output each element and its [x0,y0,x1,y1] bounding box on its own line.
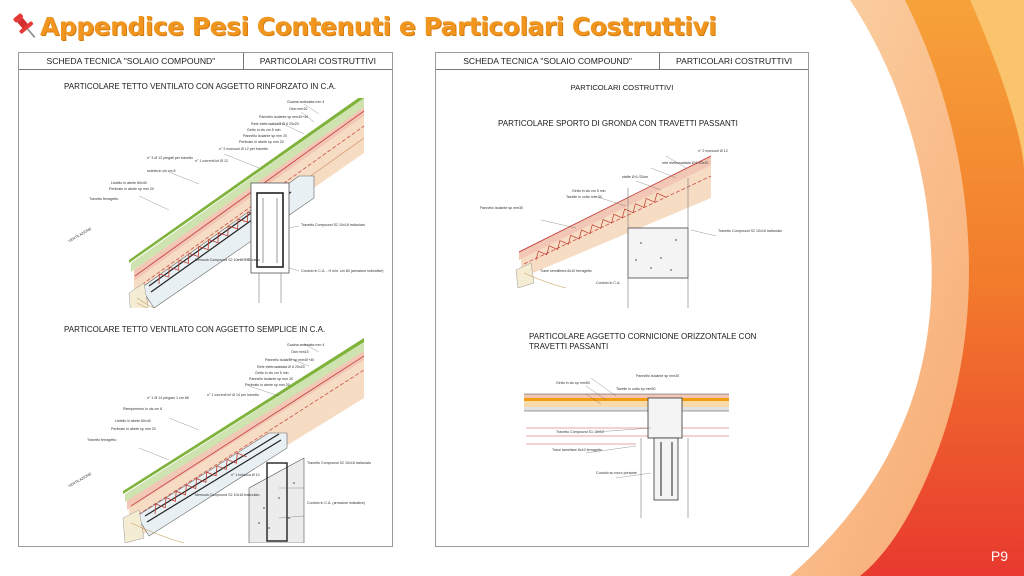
sheet-header-title: SCHEDA TECNICA "SOLAIO COMPOUND" [436,53,661,69]
drawing-label: Travetto Compound S2 10x16 tralicciato [718,229,782,233]
drawing-label: Getto in cls cm 5 min [255,371,289,375]
drawing-label: Mensola Compound S2 10x16 tralicciato [195,493,260,497]
drawing-label: Cordolo su muro portante [596,471,637,475]
drawing-label: Oslo mm15 [289,107,308,111]
drawing-label: Pannello isolante sp mm40+40 [259,115,309,119]
drawing-label: Perlinato in abete sp mm 20 [239,140,284,144]
drawing-label: Rete elettrosaldata Ø 6 20x20 [251,122,299,126]
drawing-label: Cordolo in C.A. (armature indicative) [307,501,366,505]
drawing-label: Cordolo in C.A. [596,281,621,285]
technical-sheet-right: SCHEDA TECNICA "SOLAIO COMPOUND" PARTICO… [435,52,809,547]
drawing-label: n° 1 Ø 14 piegato 1 cm 66 [147,396,189,400]
roof-detail-drawing-reinforced [128,98,365,308]
drawing-label: Trave semilibera 8x10 ferragetto [540,269,592,273]
sheet-header-section: PARTICOLARI COSTRUTTIVI [259,56,376,66]
drawing-label: Tavelle in cotto sp mm30 [616,387,656,391]
cornice-detail-drawing [524,377,729,518]
drawing-label: Pannello isolante sp mm40+40 [265,358,315,362]
drawing-label: Cordolo in C.A. - H min. cm 80 (armature… [301,269,384,273]
drawing-label: Getto in cls cm 5 min [572,189,606,193]
sheet-subheader: PARTICOLARI COSTRUTTIVI [570,83,674,92]
drawing-label: Pannello isolante sp mm30 [480,206,524,210]
drawing-label: Travetto Compound S2 10x16 tralicciato [307,461,371,465]
drawing-label: Pannello isolante sp mm30 [636,374,680,378]
drawing-label: Travetto ferragetto [89,197,119,201]
sheet-header-section: PARTICOLARI COSTRUTTIVI [676,56,793,66]
figure-caption: PARTICOLARE TETTO VENTILATO CON AGGETTO … [64,325,326,334]
sheet-header: SCHEDA TECNICA "SOLAIO COMPOUND" PARTICO… [19,53,392,70]
page-number: P9 [990,548,1008,564]
technical-sheet-left: SCHEDA TECNICA "SOLAIO COMPOUND" PARTICO… [18,52,393,547]
sheet-header: SCHEDA TECNICA "SOLAIO COMPOUND" PARTICO… [436,53,808,70]
drawing-label: n° 2 monconi Ø 12 per travetto [219,147,268,151]
drawing-label: Tavelle in cotto mm 30 [566,195,602,199]
drawing-label: Perlinato in abete sp mm 20 [245,383,290,387]
drawing-label: rete elettrosaldata Ø 6 20x20 [662,161,709,165]
drawing-label: Travetto Compound S2 10x16 tralicciato [301,223,365,227]
drawing-label: Perlinato in abete sp mm 20 [109,187,154,191]
drawing-label: soletta in cls cm 8 [147,169,176,173]
drawing-label: n° 2 monconi Ø 12 [698,149,728,153]
drawing-label: staffe Ø 6 /33cm [622,175,649,179]
roof-detail-drawing-simple [122,338,365,543]
drawing-label: Getto in cls cm 5 min [247,128,281,132]
drawing-label: Listello in abete 60x40 [111,181,147,185]
drawing-label: Pannello isolante sp mm 20 [249,377,294,381]
title-bar: Appendice Pesi Contenuti e Particolari C… [8,8,717,44]
drawing-label: Guaina ardesiata mm 4 [287,100,325,104]
drawing-label: n° 1 correnti inf Ø 12 [195,159,228,163]
figure-caption: PARTICOLARE SPORTO DI GRONDA CON TRAVETT… [498,119,738,128]
drawing-label: Getto in cls sp mm50 [556,381,590,385]
drawing-label: Listello in abete 60x40 [115,419,151,423]
drawing-label: Rete elettrosaldata Ø 6 20x20 [257,365,305,369]
drawing-label: Pannello isolante sp mm 20 [243,134,288,138]
drawing-label: Travetto Compound S1 10x12 [556,430,604,434]
drawing-label: Perlinato in abete sp mm 20 [111,427,156,431]
pushpin-icon [13,13,36,38]
drawing-label: n° 1 correnti inf Ø 14 per travetto [207,393,260,397]
drawing-label: Osb mm15 [291,350,309,354]
slide-title: Appendice Pesi Contenuti e Particolari C… [40,11,717,41]
drawing-label: Travetto ferragetto [87,438,117,442]
drawing-label: Mensola Compound S2 10x16 tralicciato [195,258,260,262]
drawing-label: Guaina ardesiata mm 4 [287,343,325,347]
drawing-label: Riempimento in cls cm 8 [123,407,163,411]
drawing-label: Trave tamellare 8x10 ferragetto [552,448,603,452]
eaves-detail-drawing [515,155,717,308]
drawing-label: n° 3 Ø 12 piegati per travetto [147,156,193,160]
drawing-label: n° 1 boiacca Ø 10 [231,473,260,477]
figure-caption: PARTICOLARE AGGETTO CORNICIONE ORIZZONTA… [529,332,757,351]
sheet-header-title: SCHEDA TECNICA "SOLAIO COMPOUND" [19,53,244,69]
figure-caption: PARTICOLARE TETTO VENTILATO CON AGGETTO … [64,82,337,91]
